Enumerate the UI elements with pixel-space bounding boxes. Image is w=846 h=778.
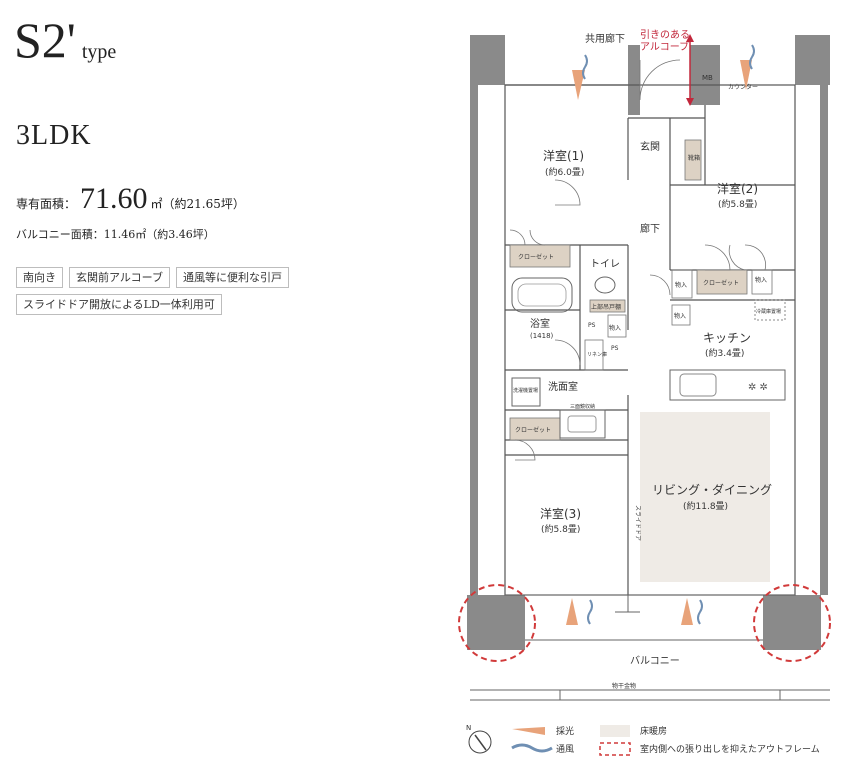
closet-label-room3: クローゼット bbox=[515, 426, 551, 434]
structural-walls bbox=[467, 35, 830, 650]
legend-light: 採光 bbox=[556, 725, 574, 737]
room3-size: (約5.8畳) bbox=[541, 523, 580, 535]
toilet-bowl bbox=[594, 276, 616, 294]
kitchen-counter bbox=[669, 369, 786, 401]
wind-marks bbox=[582, 44, 755, 625]
living-size: (約11.8畳) bbox=[683, 500, 728, 512]
closet-label-room2: クローゼット bbox=[703, 279, 739, 287]
door-swings bbox=[509, 59, 766, 461]
private-area-label: 専有面積： bbox=[16, 197, 77, 211]
legend: N 採光 床暖房 通風 室内側への張り出しを抑えたアウトフレーム bbox=[466, 724, 820, 756]
wash-basin bbox=[559, 409, 606, 439]
wind-legend-icon bbox=[511, 743, 553, 753]
closets bbox=[509, 139, 748, 441]
entrance-label: 玄関 bbox=[640, 140, 660, 153]
kitchen-size: (約3.4畳) bbox=[705, 347, 744, 359]
bath-label: 浴室 bbox=[530, 317, 550, 330]
storage-boxes bbox=[584, 269, 773, 371]
room3-label: 洋室(3) bbox=[540, 506, 581, 521]
fridge-label: 冷蔵庫置場 bbox=[756, 308, 781, 315]
closet-label-room1: クローゼット bbox=[518, 253, 554, 261]
feature-tag: 玄関前アルコーブ bbox=[69, 267, 171, 288]
frame-legend-icon bbox=[599, 742, 631, 756]
svg-text:✲ ✲: ✲ ✲ bbox=[748, 382, 768, 393]
feature-tags: 南向き 玄関前アルコーブ 通風等に便利な引戸 スライドドア開放によるLD一体利用… bbox=[16, 267, 396, 315]
private-area-tsubo: （約21.65坪） bbox=[162, 197, 245, 211]
toilet-shelf bbox=[589, 299, 626, 313]
shoe-cabinet bbox=[684, 139, 702, 181]
shoe-label: 靴箱 bbox=[688, 154, 700, 162]
alcove-label: 引きのあるアルコーブ bbox=[640, 29, 690, 53]
feature-tag: 通風等に便利な引戸 bbox=[176, 267, 290, 288]
corridor-label: 共用廊下 bbox=[585, 32, 625, 45]
interior-walls bbox=[504, 84, 796, 596]
closet-room2 bbox=[696, 269, 748, 295]
washroom-label: 洗面室 bbox=[548, 380, 578, 393]
bath-size: (1418) bbox=[530, 332, 554, 340]
light-arrows bbox=[566, 60, 752, 625]
toilet-shelf-label: 上部吊戸棚 bbox=[591, 303, 621, 311]
hall-label: 廊下 bbox=[640, 222, 660, 235]
unit-type-suffix: type bbox=[81, 41, 117, 63]
feature-tag: 南向き bbox=[16, 267, 63, 288]
clothes-label: 物干金物 bbox=[612, 682, 636, 690]
legend-wind: 通風 bbox=[556, 744, 574, 755]
private-area-unit: ㎡ bbox=[150, 197, 163, 211]
bathtub bbox=[511, 277, 573, 313]
floor-plan-drawing: ✲ ✲ 共用廊下 bbox=[458, 29, 831, 756]
balcony-label: バルコニー bbox=[630, 655, 680, 667]
vanity-label: 三面鏡収納 bbox=[570, 403, 595, 410]
layout-label: 3LDK bbox=[16, 120, 92, 151]
fridge-space bbox=[754, 299, 786, 321]
outframe-marker bbox=[753, 584, 831, 662]
room1-size: (約6.0畳) bbox=[545, 166, 584, 178]
floor-heating-area bbox=[640, 412, 770, 582]
unit-code: S2' bbox=[14, 12, 76, 68]
storage-label: 物入 bbox=[755, 276, 767, 284]
slide-door-label: スライドドア bbox=[634, 505, 641, 541]
legend-floor-heating: 床暖房 bbox=[640, 725, 667, 737]
room2-label: 洋室(2) bbox=[717, 181, 758, 196]
mb-label: MB bbox=[702, 74, 713, 82]
balcony-area: バルコニー面積：11.46㎡（約3.46坪） bbox=[16, 228, 215, 241]
svg-text:N: N bbox=[466, 724, 471, 732]
feature-tag: スライドドア開放によるLD一体利用可 bbox=[16, 294, 222, 315]
room2-size: (約5.8畳) bbox=[718, 198, 757, 210]
north-compass-icon bbox=[468, 730, 492, 754]
counter-label: カウンター bbox=[728, 83, 758, 91]
storage-label: 物入 bbox=[609, 324, 621, 332]
balcony-structure bbox=[470, 594, 830, 701]
kitchen-label: キッチン bbox=[703, 331, 751, 345]
room1-label: 洋室(1) bbox=[543, 148, 584, 163]
washer-label: 洗濯機置場 bbox=[513, 387, 538, 394]
floor-heating-legend-icon bbox=[600, 725, 630, 737]
living-label: リビング・ダイニング bbox=[652, 482, 772, 497]
legend-frame: 室内側への張り出しを抑えたアウトフレーム bbox=[640, 743, 820, 755]
ps-label: PS bbox=[588, 322, 596, 329]
linen-label: リネン庫 bbox=[587, 351, 607, 358]
storage-label: 物入 bbox=[675, 281, 687, 289]
light-legend-icon bbox=[512, 727, 545, 735]
storage-label: 物入 bbox=[674, 312, 686, 320]
unit-type-title: S2' type bbox=[14, 10, 116, 70]
floor-plan: ✲ ✲ 共用廊下 bbox=[455, 25, 846, 774]
unit-info-panel: S2' type 3LDK 専有面積： 71.60 ㎡ （約21.65坪） バル… bbox=[14, 10, 396, 315]
toilet-label: トイレ bbox=[590, 259, 620, 270]
private-area-value: 71.60 bbox=[80, 182, 148, 215]
outframe-marker bbox=[458, 584, 536, 662]
private-area: 専有面積： 71.60 ㎡ （約21.65坪） bbox=[16, 182, 245, 216]
closet-room1 bbox=[509, 244, 571, 268]
ps-label: PS bbox=[611, 345, 619, 352]
